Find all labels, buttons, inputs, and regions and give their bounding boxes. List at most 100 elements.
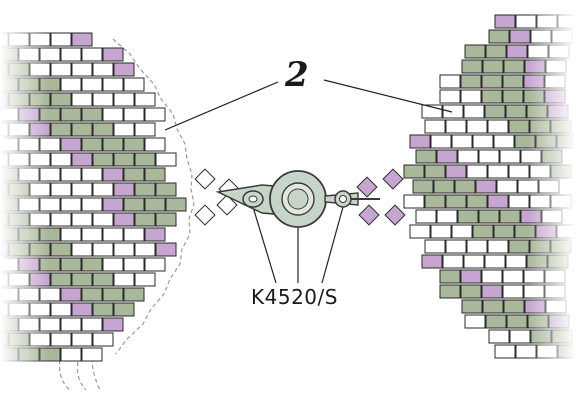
right-bead — [506, 44, 528, 59]
right-bead — [472, 224, 494, 239]
right-bead — [484, 254, 506, 269]
right-bead — [481, 284, 503, 299]
right-bead — [430, 134, 452, 149]
left-bead — [71, 32, 93, 47]
left-bead — [123, 287, 145, 302]
leader-part-left — [252, 206, 277, 284]
right-bead — [466, 119, 488, 134]
left-bead — [92, 242, 114, 257]
left-bead — [92, 92, 114, 107]
right-bead — [439, 284, 461, 299]
left-bead — [102, 197, 124, 212]
left-bead — [113, 122, 135, 137]
left-bead — [92, 302, 114, 317]
left-bead — [113, 62, 135, 77]
left-bead — [102, 287, 124, 302]
left-bead — [113, 212, 135, 227]
right-bead — [482, 59, 504, 74]
right-bead — [487, 164, 509, 179]
right-bead — [415, 209, 437, 224]
right-bead — [461, 299, 483, 314]
clasp-center — [287, 188, 309, 210]
left-bead — [144, 137, 166, 152]
right-bead — [503, 59, 525, 74]
right-bead — [460, 284, 482, 299]
connector-bead — [382, 168, 404, 190]
right-bead — [484, 104, 506, 119]
right-bead — [485, 314, 507, 329]
left-bead — [123, 77, 145, 92]
left-bead — [113, 302, 135, 317]
left-bead — [92, 182, 114, 197]
left-bead — [60, 47, 82, 62]
left-bead — [134, 242, 156, 257]
left-bead — [102, 137, 124, 152]
left-bead — [113, 152, 135, 167]
left-bead — [60, 137, 82, 152]
right-fade — [528, 0, 576, 394]
left-bead — [81, 167, 103, 182]
left-bead — [71, 122, 93, 137]
left-bead — [92, 62, 114, 77]
right-bead — [488, 29, 510, 44]
left-bead — [60, 77, 82, 92]
left-bead — [81, 107, 103, 122]
left-bead — [60, 257, 82, 272]
left-bead — [50, 182, 72, 197]
right-bead — [463, 254, 485, 269]
right-bead — [433, 179, 455, 194]
connector-bead — [358, 204, 380, 226]
left-bead — [155, 152, 177, 167]
left-bead — [102, 257, 124, 272]
right-bead — [412, 179, 434, 194]
left-bead — [92, 332, 114, 347]
left-bead — [81, 137, 103, 152]
connector-bead — [216, 194, 238, 216]
right-bead — [424, 194, 446, 209]
right-bead — [464, 44, 486, 59]
leader-step-left — [164, 81, 279, 131]
left-bead — [102, 317, 124, 332]
right-bead — [445, 194, 467, 209]
right-bead — [436, 209, 458, 224]
right-bead — [424, 119, 446, 134]
right-bead — [430, 224, 452, 239]
left-bead — [60, 167, 82, 182]
left-bead — [113, 272, 135, 287]
left-bead — [50, 92, 72, 107]
left-bead — [81, 347, 103, 362]
right-bead — [481, 269, 503, 284]
right-bead — [424, 164, 446, 179]
left-bead — [134, 182, 156, 197]
left-ghost-tail — [58, 357, 101, 391]
right-bead — [487, 194, 509, 209]
connector-bead — [194, 168, 216, 190]
right-bead — [481, 74, 503, 89]
right-bead — [439, 89, 461, 104]
left-bead — [81, 77, 103, 92]
right-bead — [478, 209, 500, 224]
left-bead — [81, 47, 103, 62]
left-bead — [71, 302, 93, 317]
right-bead — [445, 119, 467, 134]
left-bead — [92, 152, 114, 167]
right-bead — [451, 224, 473, 239]
left-bead — [50, 332, 72, 347]
right-bead — [508, 194, 530, 209]
left-bead — [50, 302, 72, 317]
left-bead — [92, 122, 114, 137]
right-bead — [442, 254, 464, 269]
left-bead — [71, 152, 93, 167]
left-bead — [81, 197, 103, 212]
left-bead — [92, 272, 114, 287]
left-bead — [123, 197, 145, 212]
clasp-ring-hole-left — [248, 195, 258, 203]
connector-bead — [194, 204, 216, 226]
left-bead — [81, 227, 103, 242]
right-bead — [463, 104, 485, 119]
right-bead — [508, 164, 530, 179]
right-bead — [493, 224, 515, 239]
leader-part-right — [321, 206, 344, 284]
step-number-label: 2 — [285, 55, 309, 95]
